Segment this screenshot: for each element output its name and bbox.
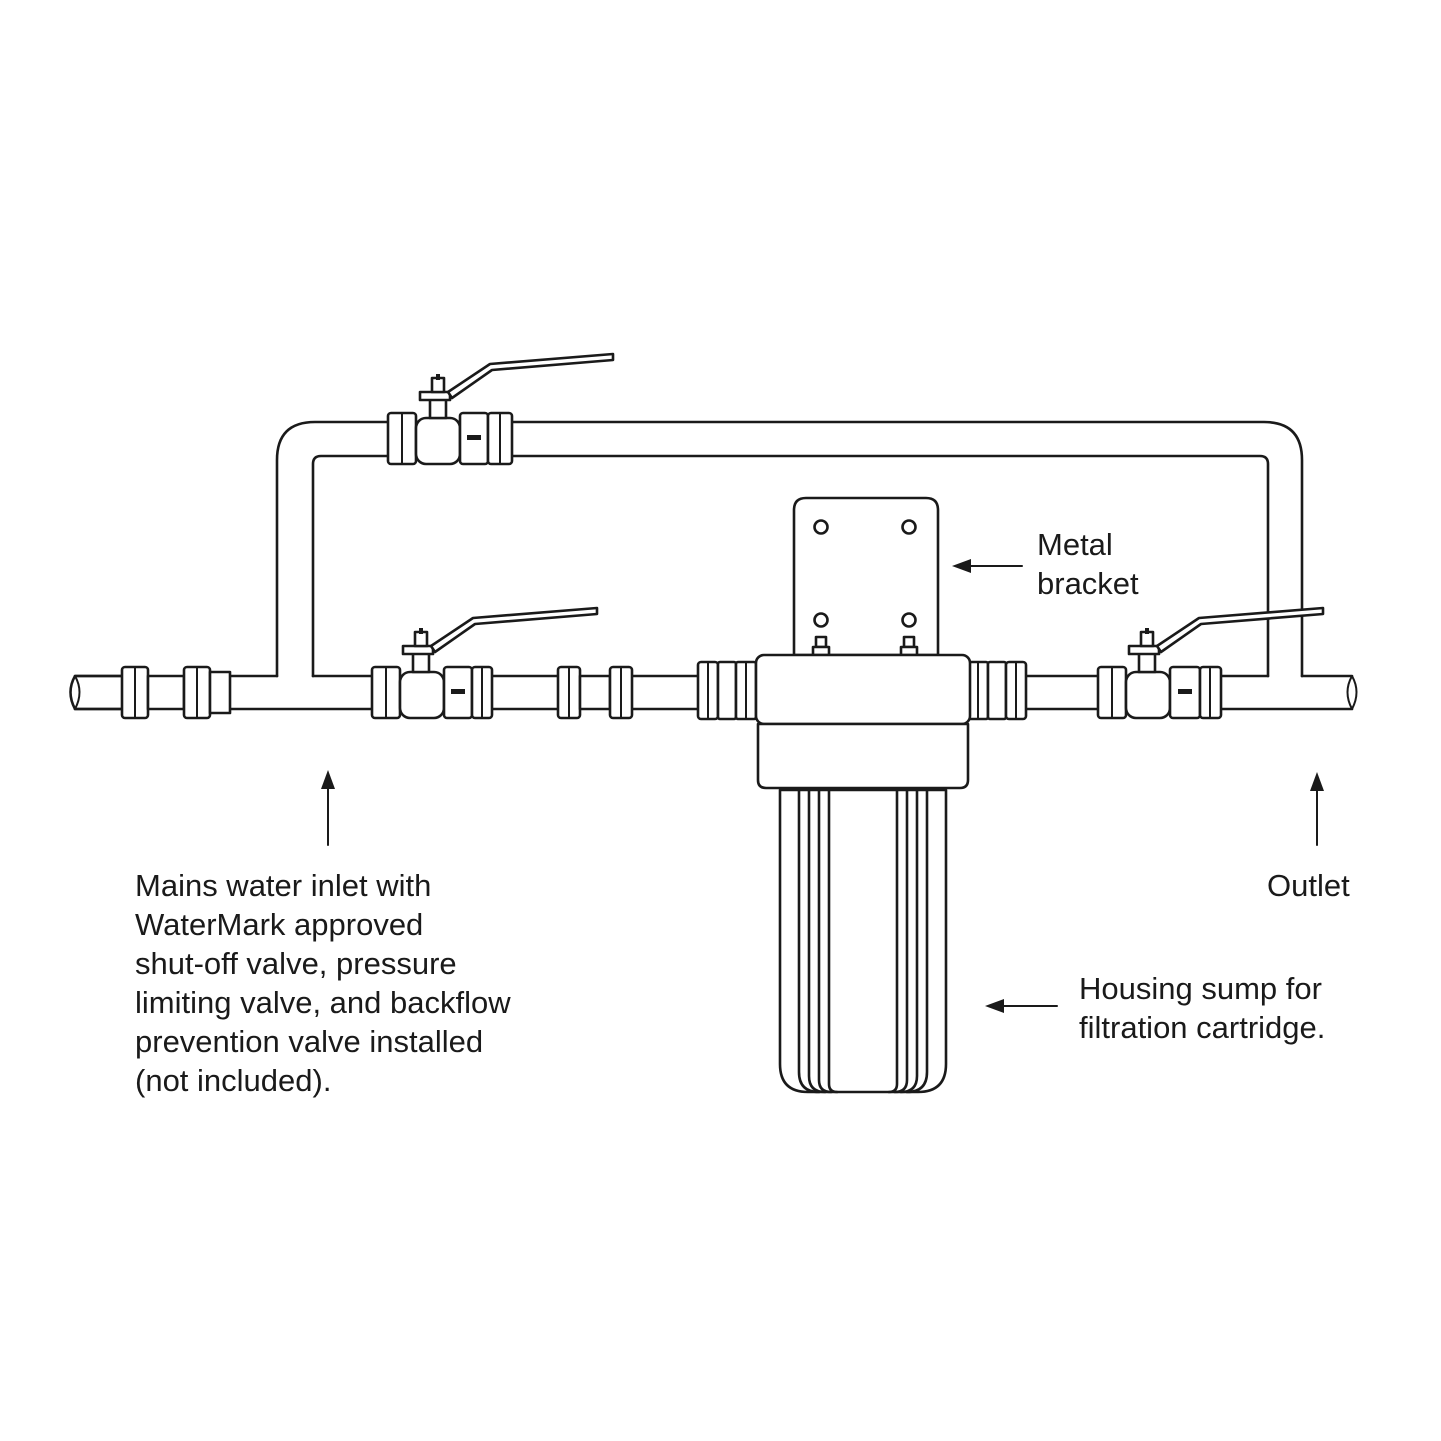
filter-outlet-fitting bbox=[966, 660, 1028, 721]
sump-collar bbox=[756, 722, 970, 790]
bracket-hole bbox=[901, 519, 917, 535]
filter-inlet-fitting bbox=[696, 660, 758, 721]
outlet-ball-valve bbox=[1096, 606, 1325, 720]
bracket-hole bbox=[813, 612, 829, 628]
main-pipe bbox=[69, 674, 1358, 711]
inlet-union-fitting bbox=[120, 665, 232, 720]
bracket-callout-label: Metal bracket bbox=[1037, 527, 1139, 601]
sump-callout-label: Housing sump for filtration cartridge. bbox=[1079, 971, 1326, 1045]
bypass-pipe bbox=[275, 420, 1304, 678]
bracket-hole bbox=[813, 519, 829, 535]
bracket-arrow bbox=[952, 559, 1023, 573]
outlet-arrow bbox=[1310, 772, 1324, 846]
inlet-callout-label: Mains water inlet with WaterMark approve… bbox=[135, 868, 511, 1098]
housing-sump bbox=[778, 788, 948, 1094]
inlet-ball-valve bbox=[370, 606, 599, 720]
outlet-callout-label: Outlet bbox=[1267, 868, 1350, 903]
sump-arrow bbox=[985, 999, 1058, 1013]
metal-bracket bbox=[792, 496, 940, 657]
filter-head bbox=[754, 653, 972, 726]
bypass-ball-valve bbox=[386, 352, 615, 466]
middle-union-fitting bbox=[556, 665, 634, 720]
inlet-arrow bbox=[321, 770, 335, 846]
bracket-hole bbox=[901, 612, 917, 628]
